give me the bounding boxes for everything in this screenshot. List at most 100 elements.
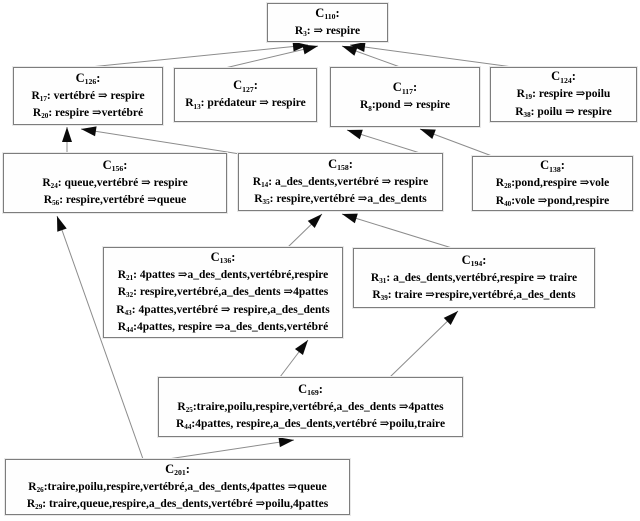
label-text: :traire,poilu,respire,vertébré,a_des_den…: [43, 480, 327, 493]
label-subscript: 169: [307, 388, 319, 398]
label-base: R: [372, 289, 381, 301]
label-text: :: [571, 69, 576, 83]
label-subscript: 21: [126, 273, 134, 282]
label-base: C: [315, 5, 325, 20]
label-text: :traire,poilu,respire,vertébré,a_des_den…: [192, 400, 444, 413]
rule-line: R44:4pattes, respire ⇒a_des_dents,vertéb…: [118, 319, 329, 337]
edge-C126-to-C110: [89, 44, 309, 68]
label-text: :4pattes, respire ⇒a_des_dents,vertébré: [133, 321, 329, 333]
concept-node-C194[interactable]: C194:R31: a_des_dents,vertébré,respire ⇒…: [353, 248, 595, 308]
label-base: R: [252, 175, 262, 188]
label-subscript: 158: [337, 163, 349, 173]
concept-node-C127[interactable]: C127:R13: prédateur ⇒ respire: [174, 68, 317, 122]
rule-line: R19: respire ⇒poilu: [517, 86, 611, 104]
concept-node-C201[interactable]: C201:R26:traire,poilu,respire,vertébré,a…: [5, 459, 350, 515]
label-text: :: [231, 249, 236, 264]
label-base: R: [185, 97, 194, 110]
node-title: C126:: [76, 70, 101, 88]
label-subscript: 56: [52, 199, 60, 208]
label-subscript: 31: [379, 276, 387, 285]
label-text: :: [185, 461, 190, 476]
rule-line: R26:traire,poilu,respire,vertébré,a_des_…: [28, 479, 327, 497]
rule-line: R20: respire ⇒vertébré: [33, 105, 143, 123]
label-subscript: 138: [549, 164, 561, 174]
label-text: :: [318, 381, 323, 396]
label-text: : 4pattes ⇒a_des_dents,vertébré,respire: [133, 268, 329, 281]
label-subscript: 29: [35, 503, 43, 512]
concept-node-C169[interactable]: C169: R25:traire,poilu,respire,vertébré,a…: [158, 377, 463, 437]
label-subscript: 194: [470, 259, 483, 269]
label-subscript: 117: [401, 86, 414, 96]
node-title: C136:: [211, 249, 236, 267]
node-title: C110:: [315, 5, 339, 23]
rule-line: R13: prédateur ⇒ respire: [185, 95, 306, 113]
label-base: C: [298, 381, 308, 396]
label-base: R: [495, 177, 505, 189]
label-base: R: [370, 271, 380, 284]
label-base: C: [165, 461, 175, 476]
label-subscript: 14: [261, 180, 269, 189]
arrowhead-C124-to-C110: [350, 42, 366, 52]
rule-line: R44:4pattes, respire,a_des_dents,vertébr…: [176, 416, 445, 434]
arrowhead-C126-to-C110: [292, 41, 308, 52]
label-base: R: [117, 321, 127, 333]
label-text: :: [253, 78, 258, 93]
concept-node-C117[interactable]: C117:R8:pond ⇒ respire: [330, 67, 480, 127]
concept-node-C158[interactable]: C158:R14: a_des_dents,vertébré ⇒ respire…: [238, 153, 443, 211]
label-text: : respire,vertébré ⇒a_des_dents: [269, 193, 427, 205]
label-subscript: 24: [50, 181, 58, 190]
label-subscript: 156: [111, 164, 124, 174]
edge-C158-to-C126: [80, 128, 241, 155]
label-text: :pond ⇒ respire: [371, 99, 451, 112]
node-title: C127:: [233, 77, 258, 95]
label-subscript: 40: [504, 199, 512, 208]
label-subscript: 13: [193, 102, 201, 111]
label-base: R: [31, 89, 40, 102]
arrowhead-C169-to-C136: [294, 340, 308, 355]
arrowhead-C156-to-C126: [62, 127, 72, 142]
rule-line: R32: respire,vertébré,a_des_dents ⇒4patt…: [118, 284, 329, 302]
arrowhead-C136-to-C158: [307, 214, 322, 229]
rule-line: R25:traire,poilu,respire,vertébré,a_des_…: [177, 399, 443, 417]
label-base: C: [540, 158, 550, 172]
label-subscript: 8: [368, 104, 372, 113]
label-subscript: 32: [126, 291, 134, 300]
rule-line: R38: poilu ⇒ respire: [515, 104, 612, 122]
label-subscript: 201: [174, 468, 186, 478]
label-text: : ⇒ respire: [306, 24, 361, 37]
label-base: R: [116, 303, 125, 316]
node-title: C158:: [328, 156, 353, 174]
label-subscript: 3: [303, 30, 307, 39]
edge-C127-to-C110: [224, 45, 319, 69]
label-subscript: 39: [380, 294, 388, 303]
arrowhead-C201-to-C156: [57, 216, 67, 232]
concept-node-C110[interactable]: C110:R3: ⇒ respire: [267, 3, 388, 42]
arrowhead-C194-to-C158: [342, 213, 358, 224]
label-text: :: [335, 5, 340, 20]
edge-C201-to-C156: [56, 215, 144, 460]
label-text: : respire,vertébré,a_des_dents ⇒4pattes: [133, 286, 329, 298]
concept-node-C136[interactable]: C136: R 21: 4pattes ⇒a_des_dents,vertébré,…: [103, 247, 343, 338]
rule-line: R40:vole ⇒pond,respire: [496, 193, 609, 211]
node-title: C117:: [393, 79, 417, 97]
label-base: R: [117, 286, 127, 298]
label-subscript: 25: [185, 405, 193, 414]
label-base: C: [392, 80, 402, 95]
node-title: C201:: [165, 461, 190, 479]
label-base: R: [515, 105, 524, 118]
rule-line: R43: 4pattes,vertébré ⇒ respire,a_des_de…: [116, 302, 329, 320]
edge-C169-to-C194: [389, 310, 459, 378]
label-subscript: 19: [524, 93, 533, 102]
label-subscript: 124: [560, 75, 572, 85]
label-subscript: 38: [523, 110, 531, 119]
label-subscript: 35: [262, 198, 270, 207]
node-title: C138:: [540, 157, 565, 175]
rule-line: R56: respire,vertébré ⇒queue: [44, 192, 187, 210]
label-text: : vertébré ⇒ respire: [46, 89, 145, 102]
label-base: C: [210, 249, 220, 264]
node-title: C124:: [551, 68, 576, 86]
